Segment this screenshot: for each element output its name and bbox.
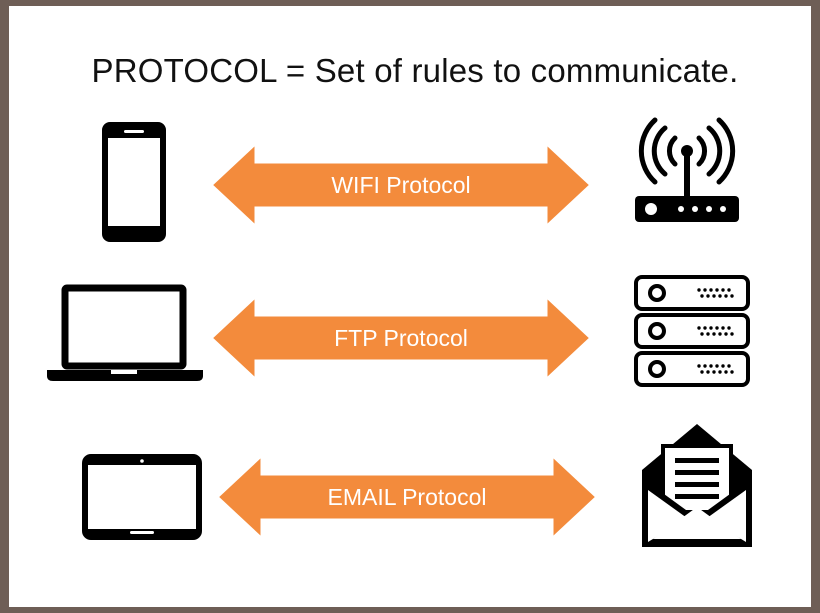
- wifi-router-icon: [635, 117, 739, 222]
- email-protocol-arrow: EMAIL Protocol: [214, 451, 600, 543]
- email-protocol-label: EMAIL Protocol: [327, 483, 487, 510]
- wifi-protocol-label: WIFI Protocol: [331, 171, 471, 198]
- laptop-icon: [47, 284, 203, 381]
- slide-title: PROTOCOL = Set of rules to communicate.: [91, 52, 739, 89]
- ftp-protocol-label: FTP Protocol: [334, 324, 468, 351]
- ftp-protocol-arrow: FTP Protocol: [208, 292, 594, 384]
- wifi-protocol-arrow: WIFI Protocol: [208, 139, 594, 231]
- slide: PROTOCOL = Set of rules to communicate. …: [9, 6, 811, 607]
- tablet-icon: [82, 454, 202, 540]
- envelope-icon: [642, 424, 752, 547]
- smartphone-icon: [102, 122, 166, 242]
- server-icon: [634, 275, 750, 387]
